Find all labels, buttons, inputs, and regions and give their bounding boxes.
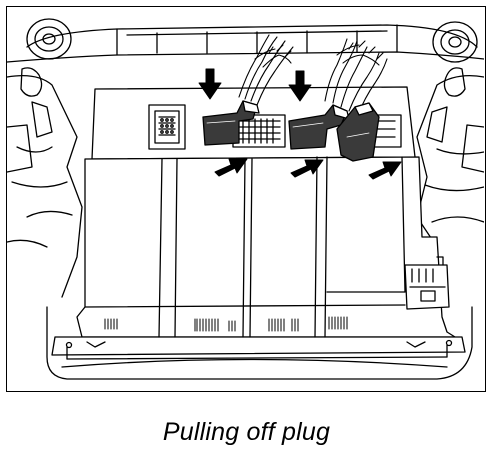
side-bracket (404, 256, 450, 310)
arrow-down-icon (198, 68, 222, 100)
figure-caption: Pulling off plug (162, 418, 331, 446)
control-unit-illustration (7, 18, 484, 380)
barcode-labels (104, 316, 348, 332)
arrow-right-icon (290, 159, 324, 178)
left-socket (148, 104, 186, 150)
wiring-harness (238, 34, 388, 118)
left-plug (202, 100, 260, 146)
right-air-vent (432, 21, 478, 63)
arrow-right-icon (214, 158, 248, 177)
dashboard-background (7, 18, 484, 380)
arrow-right-icon (368, 161, 402, 180)
illustration-frame (6, 6, 486, 392)
left-air-vent (26, 18, 72, 60)
arrow-down-icon (288, 70, 312, 102)
right-plug (336, 102, 380, 162)
arrows (198, 68, 402, 180)
plugs (202, 100, 380, 162)
